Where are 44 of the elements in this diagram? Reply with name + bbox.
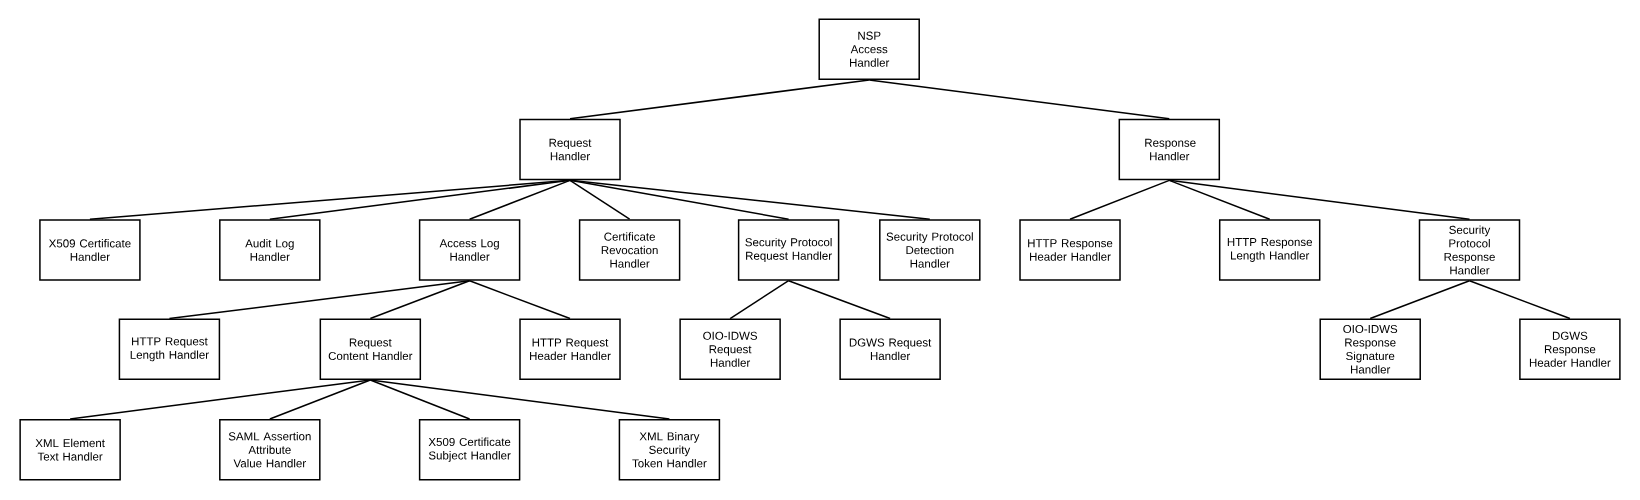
handler-box: Audit Log Handler [219,219,321,281]
connector-line [468,280,571,320]
handler-box: Security Protocol Request Handler [737,219,840,281]
handler-box: Access Log Handler [418,219,521,281]
connector-line [1369,280,1471,320]
handler-box: OIO-IDWS Response Signature Handler [1319,318,1421,381]
handler-box: OIO-IDWS Request Handler [679,318,781,381]
connector-line [1069,179,1171,220]
handler-box: SAML Assertion Attribute Value Handler [219,418,321,481]
handler-box: HTTP Request Length Handler [118,318,221,381]
connector-line [569,179,631,220]
connector-line [369,379,671,420]
connector-line [1168,179,1471,220]
connector-line [369,280,471,320]
connector-line [569,79,870,120]
connector-line [69,379,372,420]
handler-box: X509 Certificate Subject Handler [418,418,521,481]
handler-box: Request Handler [519,118,621,181]
handler-box: X509 Certificate Handler [39,219,141,281]
handler-box: Security Protocol Detection Handler [879,219,981,281]
handler-box: Response Handler [1118,118,1221,181]
handler-box: DGWS Request Handler [839,318,941,381]
connector-line [1168,179,1271,220]
handler-box: Request Content Handler [319,318,422,381]
connector-line [269,379,372,420]
connector-line [729,280,790,320]
handler-box: Security Protocol Response Handler [1418,219,1521,281]
handler-box: NSP Access Handler [818,18,920,80]
connector-line [369,379,471,420]
connector-line [569,179,931,220]
connector-line [468,179,571,220]
handler-box: DGWS Response Header Handler [1519,318,1621,381]
connector-line [1468,280,1571,320]
connector-line [269,179,571,220]
handler-box: XML Binary Security Token Handler [618,418,721,481]
handler-box: HTTP Response Length Handler [1218,219,1321,281]
handler-box: XML Element Text Handler [19,418,121,481]
handler-box: HTTP Response Header Handler [1019,219,1121,281]
connector-line [168,280,471,320]
handler-box: Certificate Revocation Handler [578,219,681,281]
connector-line [787,280,891,320]
connector-line [569,179,790,220]
handler-box: HTTP Request Header Handler [519,318,621,381]
connector-line [868,79,1171,120]
